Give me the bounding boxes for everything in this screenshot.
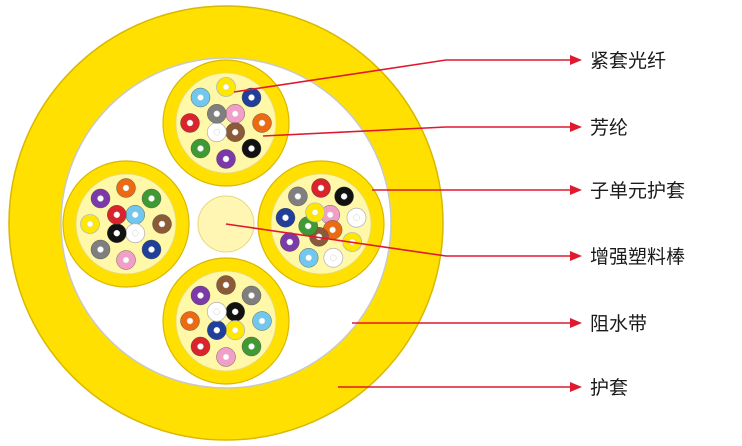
subunit-top xyxy=(162,59,290,187)
fiber-core xyxy=(222,353,230,361)
arrowhead-strength-rod xyxy=(570,251,582,261)
fiber-core xyxy=(248,145,255,152)
fiber-core xyxy=(304,222,312,230)
fiber-core xyxy=(213,128,221,136)
subunit-bottom xyxy=(162,257,290,385)
fiber-core xyxy=(113,229,121,237)
fiber-core xyxy=(97,195,104,202)
fiber-core xyxy=(86,220,94,228)
arrowhead-subunit-jacket xyxy=(570,185,582,195)
fiber-core xyxy=(311,209,319,216)
fiber-core xyxy=(197,94,204,101)
fiber-core xyxy=(197,145,204,152)
label-outer-jacket: 护套 xyxy=(590,377,628,399)
fiber-core xyxy=(317,184,325,192)
fiber-core xyxy=(258,317,266,325)
fiber-core xyxy=(231,110,239,118)
arrowhead-aramid xyxy=(570,122,582,132)
fiber-core xyxy=(258,119,266,127)
label-water-blocking-tape: 阻水带 xyxy=(590,313,647,335)
fiber-core xyxy=(158,220,166,228)
fiber-core xyxy=(186,317,194,325)
arrowhead-water-blocking-tape xyxy=(570,318,582,328)
fiber-core xyxy=(329,226,336,234)
label-strength-rod: 增强塑料棒 xyxy=(590,246,685,268)
fiber-core xyxy=(148,195,155,202)
fiber-core xyxy=(186,119,194,127)
labels: 紧套光纤 芳纶 子单元护套 增强塑料棒 阻水带 护套 xyxy=(590,50,685,399)
fiber-core xyxy=(213,326,221,334)
leader-lines xyxy=(225,55,582,392)
fiber-core xyxy=(213,308,221,316)
fiber-core xyxy=(282,214,289,221)
leader-strength-rod xyxy=(225,223,570,257)
fiber-core xyxy=(148,246,155,253)
fiber-core xyxy=(326,211,334,219)
subunit-right xyxy=(257,160,385,288)
fiber-core xyxy=(248,94,255,101)
fiber-core xyxy=(330,254,337,262)
fiber-core xyxy=(222,281,230,289)
fiber-core xyxy=(131,229,139,237)
fiber-core xyxy=(305,254,312,262)
fiber-core xyxy=(113,211,121,219)
fiber-core xyxy=(248,343,255,350)
fiber-core xyxy=(231,128,239,136)
fiber-core xyxy=(222,83,230,91)
leader-aramid xyxy=(262,126,570,137)
fiber-core xyxy=(340,193,348,200)
arrowhead-tight-buffered-fiber xyxy=(570,55,582,65)
fiber-core xyxy=(286,238,294,246)
fiber-core xyxy=(353,214,360,221)
fiber-core xyxy=(197,343,204,350)
leader-tight-buffered-fiber xyxy=(233,59,570,93)
arrowhead-outer-jacket xyxy=(570,382,582,392)
label-tight-buffered-fiber: 紧套光纤 xyxy=(590,50,666,72)
fiber-core xyxy=(294,193,302,200)
fiber-core xyxy=(122,184,130,192)
fiber-core xyxy=(248,292,255,299)
fiber-core xyxy=(231,326,239,334)
fiber-core xyxy=(131,211,139,219)
fiber-core xyxy=(213,110,221,118)
fiber-core xyxy=(97,246,104,253)
subunit-left xyxy=(62,160,190,288)
fiber-core xyxy=(222,155,230,163)
label-aramid: 芳纶 xyxy=(590,117,628,139)
fiber-core xyxy=(122,256,130,264)
fiber-core xyxy=(197,292,204,299)
fiber-core xyxy=(231,308,239,316)
label-subunit-jacket: 子单元护套 xyxy=(590,180,685,202)
